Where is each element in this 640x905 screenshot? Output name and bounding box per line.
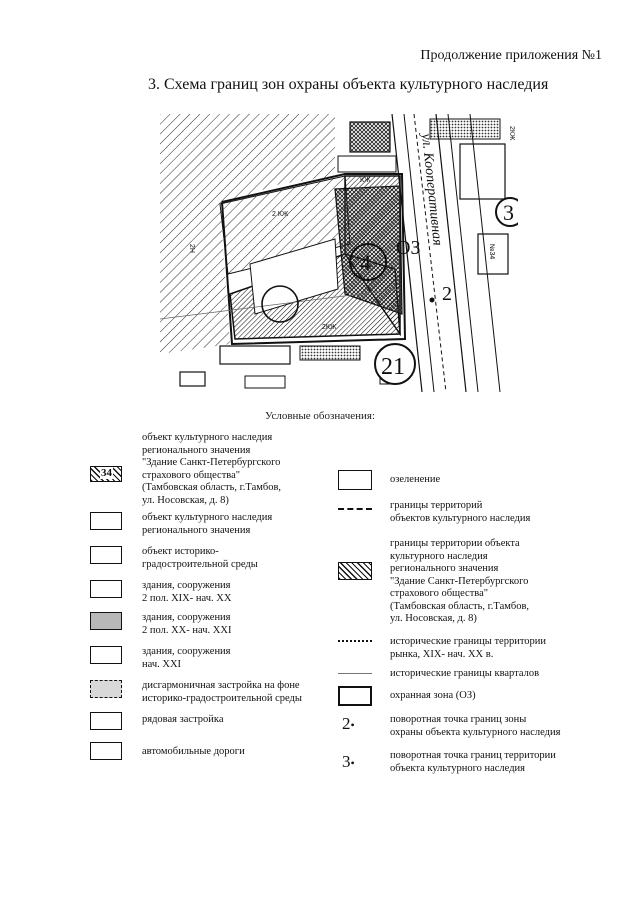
legend-symbol-historic-environment — [90, 546, 122, 564]
circle-4 — [349, 243, 387, 281]
circle-label-3: 3 — [503, 200, 514, 225]
legend-symbol-ordinary-buildings — [90, 712, 122, 730]
continuation-note: Продолжение приложения №1 — [420, 48, 602, 63]
legend-text-greenery: озеленение — [390, 474, 441, 485]
legend-text-quarter-boundaries: исторические границы кварталов — [390, 668, 540, 679]
legend-symbol-zone-point: 2• — [342, 714, 355, 733]
legend-heading: Условные обозначения: — [264, 410, 376, 422]
legend-symbol-heritage-object — [90, 512, 122, 530]
circle-label-21: 21 — [381, 354, 405, 380]
legend-symbol-market-boundaries — [338, 640, 372, 642]
circle-21 — [374, 343, 416, 385]
legend-symbol-buildings-21 — [90, 646, 122, 664]
page-title: 3. Схема границ зон охраны объекта культ… — [148, 76, 549, 93]
legend-text-roads: автомобильные дороги — [142, 746, 245, 757]
legend-symbol-greenery — [338, 470, 372, 490]
zone-label: ОЗ — [396, 237, 420, 259]
building-label-34: №34 — [488, 244, 495, 259]
legend-symbol-heritage-territory — [338, 562, 372, 580]
boundary-map: 4 3 21 ОЗ 2 ул. Кооперативная 2 КЖ 2Н 2К… — [160, 114, 518, 392]
circle-3 — [495, 197, 518, 227]
legend-symbol-text: 34 — [100, 467, 113, 479]
legend-symbol-disharmonic-buildings — [90, 680, 122, 698]
heritage-building-34 — [334, 185, 403, 315]
building-label-2n: 2Н — [188, 244, 195, 253]
legend-symbol-heritage-boundaries — [338, 508, 372, 510]
point-2-label: 2 — [442, 283, 452, 305]
building-label-2kj-bottom: 2КЖ — [322, 324, 337, 331]
legend-symbol-buildings-19-20 — [90, 580, 122, 598]
legend-symbol-heritage-object-34: 34 — [90, 466, 122, 482]
historic-environment-area — [160, 114, 335, 244]
circle-label-4: 4 — [360, 250, 371, 275]
building-label-2kj-top: 2КЖ — [508, 126, 515, 141]
building-label-kj: КЖ — [360, 177, 371, 184]
legend-symbol-protection-zone — [338, 686, 372, 706]
legend-symbol-roads — [90, 742, 122, 760]
legend-text-protection-zone: охранная зона (ОЗ) — [390, 690, 476, 701]
legend-text-ordinary-buildings: рядовая застройка — [142, 714, 224, 725]
legend-symbol-quarter-boundaries — [338, 673, 372, 674]
building-label-2kj: 2 КЖ — [272, 211, 289, 218]
legend-text-historic-environment: объект историко-градостроительной среды — [142, 546, 258, 570]
legend-symbol-territory-point: 3• — [342, 752, 355, 771]
protection-zone-outline — [221, 173, 407, 346]
legend-symbol-buildings-20-21 — [90, 612, 122, 630]
